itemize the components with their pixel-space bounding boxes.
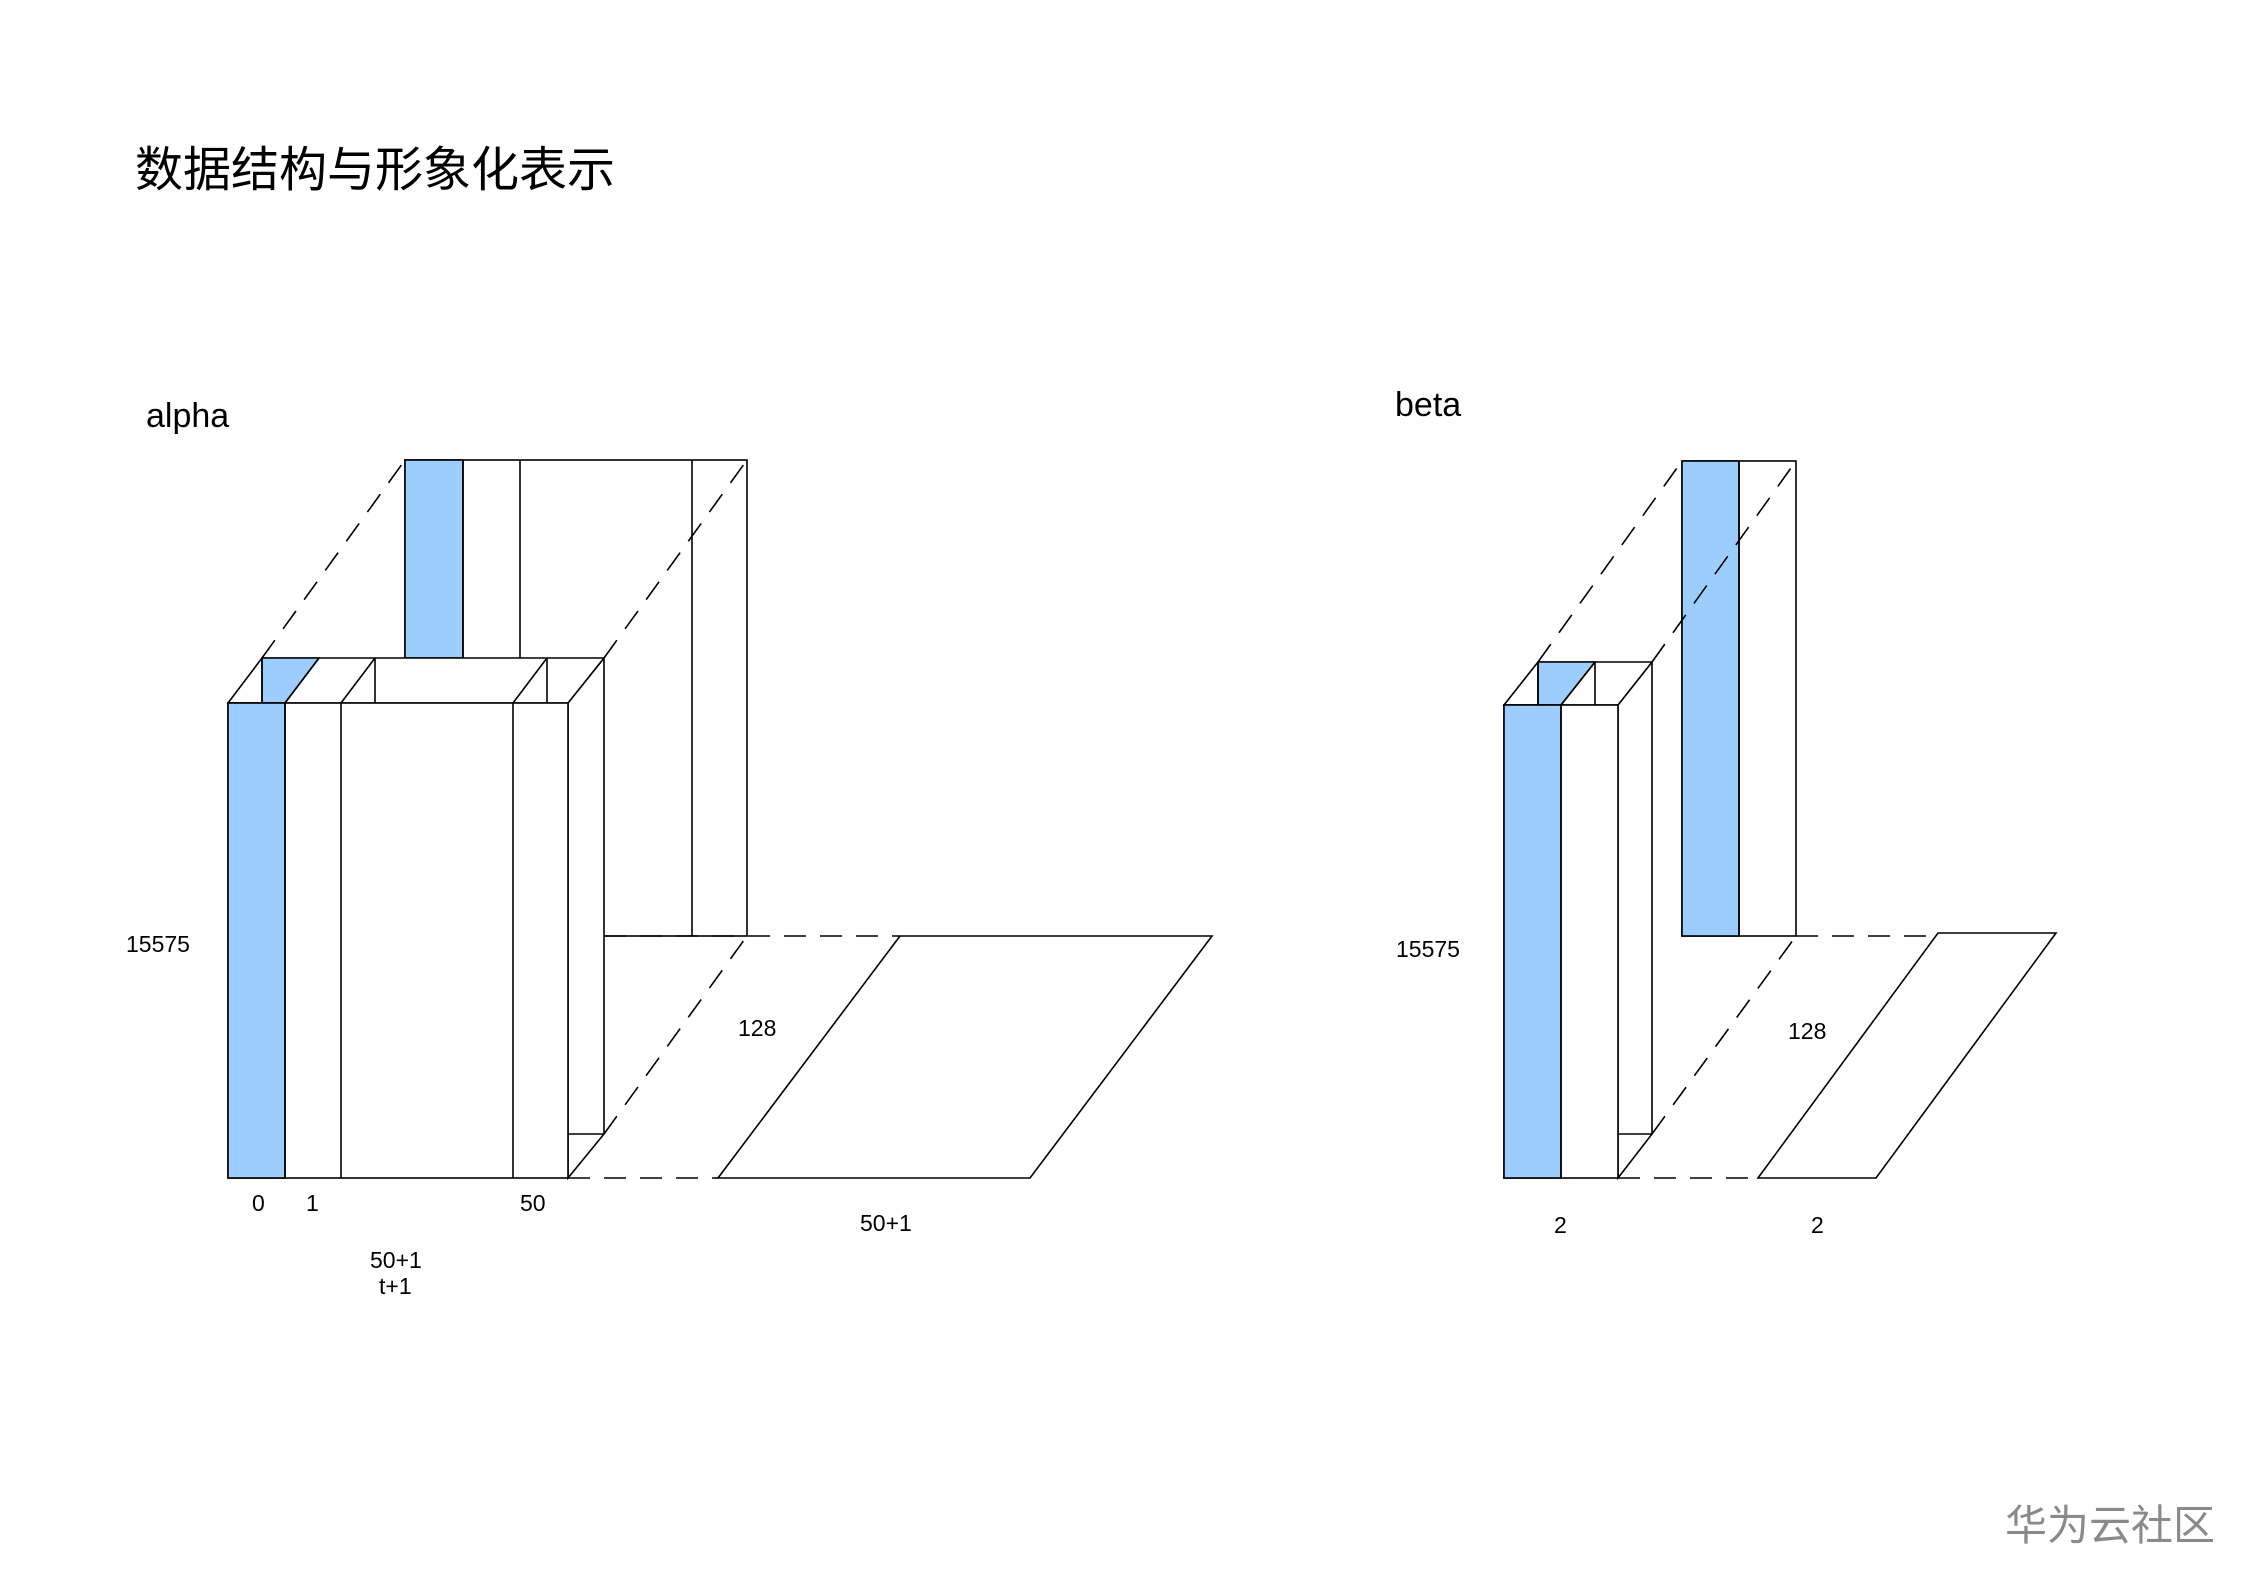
alpha-width-label: 50+1 xyxy=(370,1247,422,1273)
beta-depth-label: 128 xyxy=(1788,1018,1826,1044)
beta-depth-edge xyxy=(1537,460,1683,663)
alpha-plane xyxy=(716,935,1214,1179)
alpha-top-divider xyxy=(284,657,320,704)
alpha-depth-edge xyxy=(603,935,748,1135)
page-title: 数据结构与形象化表示 xyxy=(135,142,615,198)
beta-label: beta xyxy=(1395,386,1461,424)
alpha-col-label-0: 0 xyxy=(252,1190,265,1216)
beta-plane xyxy=(1756,932,2058,1179)
alpha-depth-edge xyxy=(603,459,748,659)
beta-width-label: 2 xyxy=(1554,1212,1567,1238)
beta-plane-label: 2 xyxy=(1811,1212,1824,1238)
beta-top-divider xyxy=(1560,661,1596,706)
alpha-time-label: t+1 xyxy=(379,1273,412,1299)
beta-back-highlight-column xyxy=(1681,460,1740,937)
beta-depth-edge xyxy=(1651,935,1797,1135)
alpha-rows-label: 15575 xyxy=(126,931,190,957)
alpha-top-divider xyxy=(340,657,376,704)
alpha-diagram: alpha 15575 128 0 xyxy=(126,397,1214,1299)
watermark: 华为云社区 xyxy=(2005,1501,2215,1550)
beta-front-side-face xyxy=(1617,659,1653,1181)
beta-depth-edge xyxy=(1651,460,1797,663)
alpha-col-label-1: 1 xyxy=(306,1190,319,1216)
alpha-top-divider xyxy=(512,657,548,704)
alpha-depth-edge xyxy=(261,459,406,659)
alpha-highlight-column xyxy=(227,702,286,1179)
alpha-plane-label: 50+1 xyxy=(860,1210,912,1236)
alpha-back-highlight-column xyxy=(404,459,464,659)
beta-highlight-column xyxy=(1503,704,1562,1179)
alpha-col-label-50: 50 xyxy=(520,1190,546,1216)
alpha-front-side-face xyxy=(567,655,605,1181)
alpha-depth-label: 128 xyxy=(738,1015,776,1041)
beta-diagram: beta 15575 128 2 2 xyxy=(1395,386,2058,1238)
alpha-label: alpha xyxy=(146,397,229,435)
beta-rows-label: 15575 xyxy=(1396,936,1460,962)
